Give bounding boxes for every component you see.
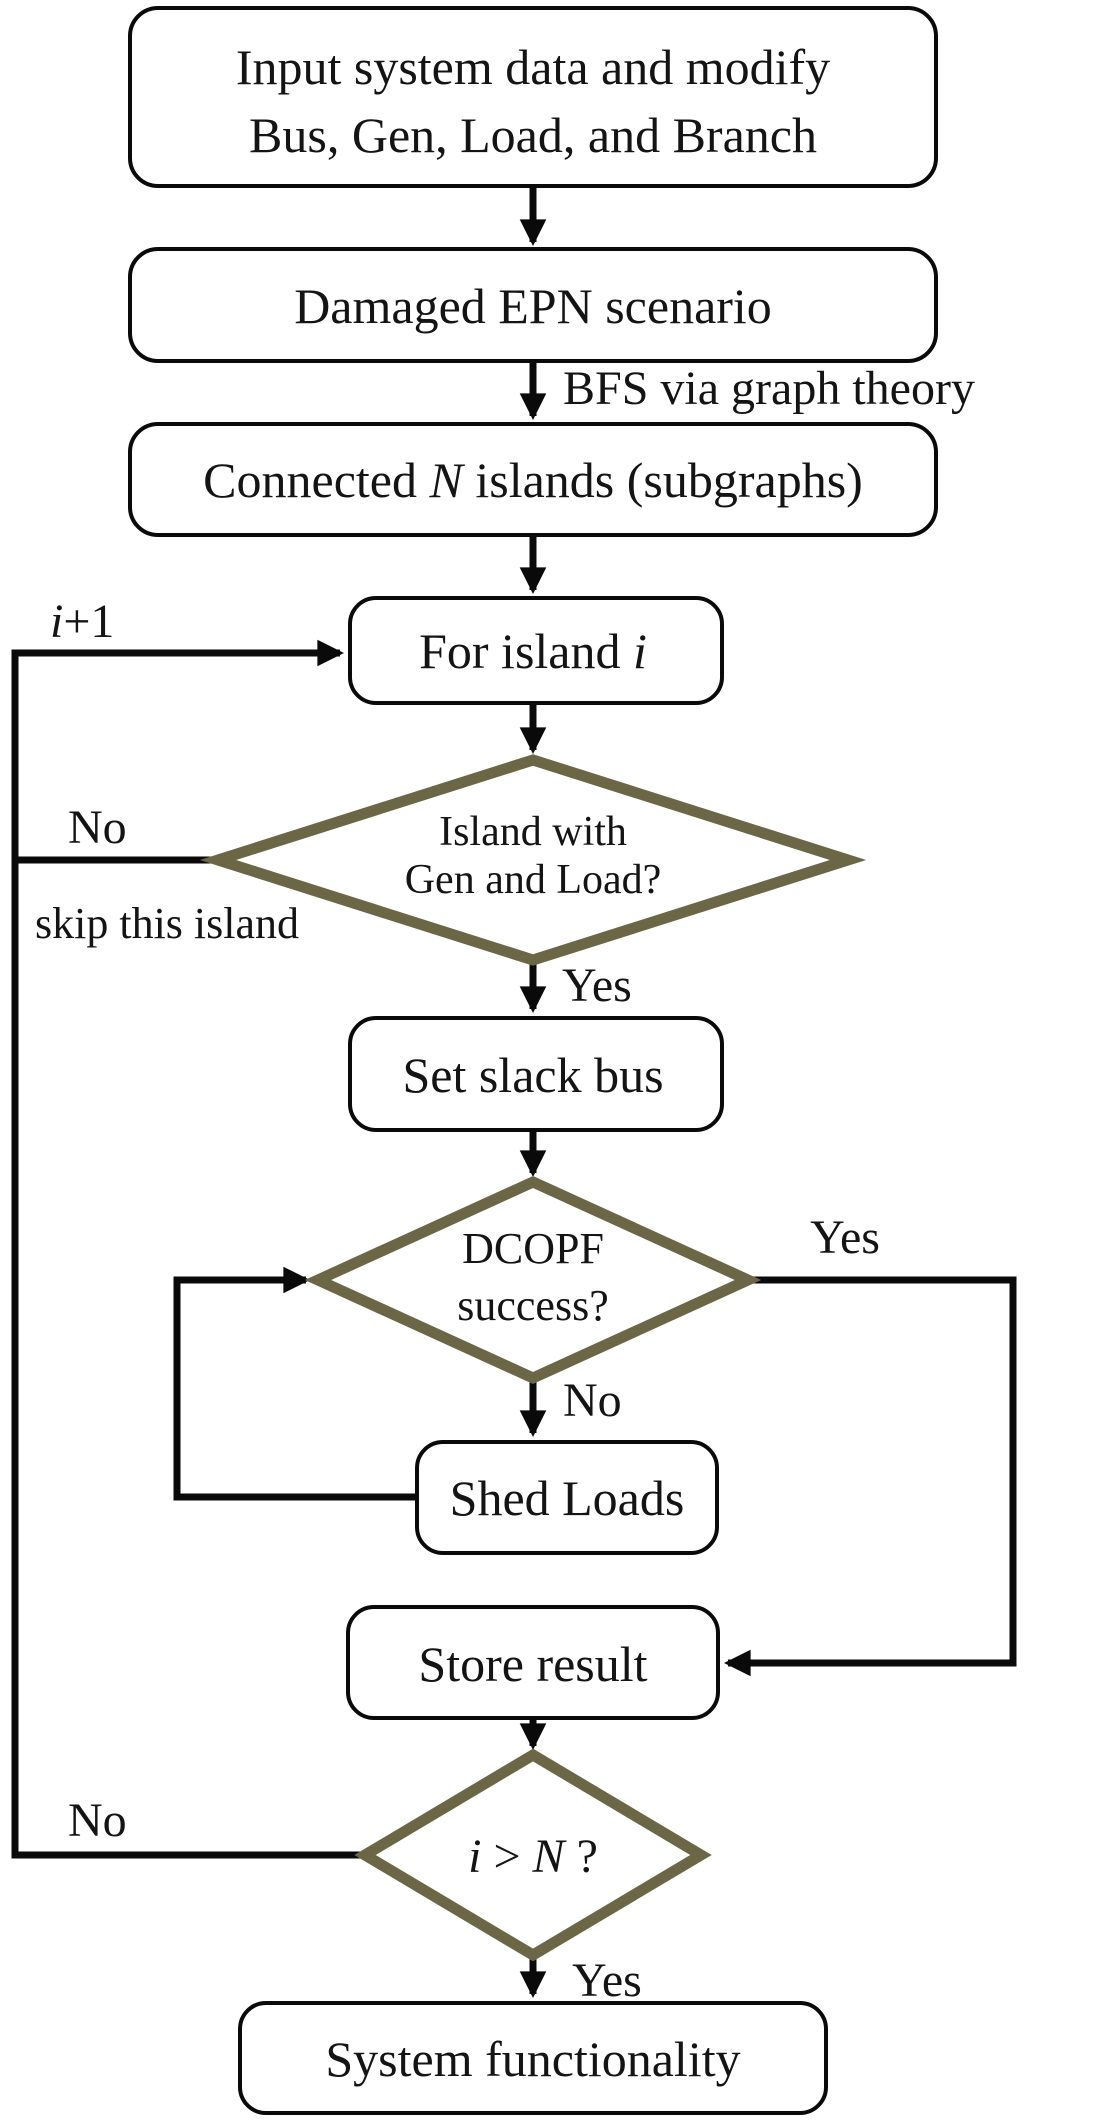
edge-dcopf-yes-bypass xyxy=(724,1276,1017,1677)
node-connected-label: Connected N islands (subgraphs) xyxy=(203,452,863,508)
label-island-no: No xyxy=(68,801,127,854)
node-setslack-label: Set slack bus xyxy=(402,1047,663,1103)
node-connected-label-post: islands (subgraphs) xyxy=(463,452,863,508)
label-increment: i+1 xyxy=(50,595,114,648)
label-island-yes: Yes xyxy=(562,959,632,1012)
label-dcopf-no: No xyxy=(563,1374,622,1427)
node-input-label-line1: Input system data and modify xyxy=(236,39,830,95)
node-forisland-label-pre: For island xyxy=(419,623,633,679)
edge-shed-retry-loop xyxy=(173,1266,417,1501)
label-iter-no: No xyxy=(68,1794,127,1847)
decision-island-label-line1: Island with xyxy=(439,809,627,855)
label-increment-plus1: +1 xyxy=(63,595,114,648)
node-shed-box xyxy=(415,1440,719,1555)
decision-iter-check xyxy=(354,1748,712,1962)
node-input-box xyxy=(128,6,938,188)
node-store-box xyxy=(346,1605,720,1720)
label-dcopf-yes: Yes xyxy=(810,1211,880,1264)
node-connected-label-pre: Connected xyxy=(203,452,429,508)
decision-iter-label-gt: > xyxy=(481,1830,532,1883)
decision-dcopf-label-line1: DCOPF xyxy=(462,1224,604,1273)
decision-iter-label: i > N ? xyxy=(468,1830,598,1883)
node-store-label: Store result xyxy=(418,1636,647,1692)
node-system-box xyxy=(238,2001,828,2115)
node-forisland-label-i: i xyxy=(633,623,647,679)
node-forisland-box xyxy=(348,596,724,705)
node-setslack-box xyxy=(348,1016,724,1132)
edge-iteration-loop xyxy=(11,639,365,1859)
node-shed-label: Shed Loads xyxy=(450,1470,685,1526)
node-input-label-line2: Bus, Gen, Load, and Branch xyxy=(249,107,817,163)
decision-island-check xyxy=(199,754,867,966)
decision-iter-label-n: N xyxy=(532,1830,568,1883)
decision-iter-label-i: i xyxy=(468,1830,481,1883)
label-skip-island: skip this island xyxy=(35,899,299,948)
decision-dcopf-label-line2: success? xyxy=(457,1281,609,1330)
decision-island-label-line2: Gen and Load? xyxy=(405,857,662,903)
node-connected-box xyxy=(128,422,938,537)
node-forisland-label: For island i xyxy=(419,623,647,679)
decision-dcopf xyxy=(304,1175,762,1385)
node-damaged-box xyxy=(128,247,938,363)
node-system-label: System functionality xyxy=(325,2031,740,2087)
label-increment-i: i xyxy=(50,595,63,648)
decision-iter-label-q: ? xyxy=(565,1830,598,1883)
node-connected-label-n: N xyxy=(429,452,466,508)
label-iter-yes: Yes xyxy=(572,1954,642,2007)
node-damaged-label: Damaged EPN scenario xyxy=(294,278,772,334)
label-bfs: BFS via graph theory xyxy=(563,362,975,415)
